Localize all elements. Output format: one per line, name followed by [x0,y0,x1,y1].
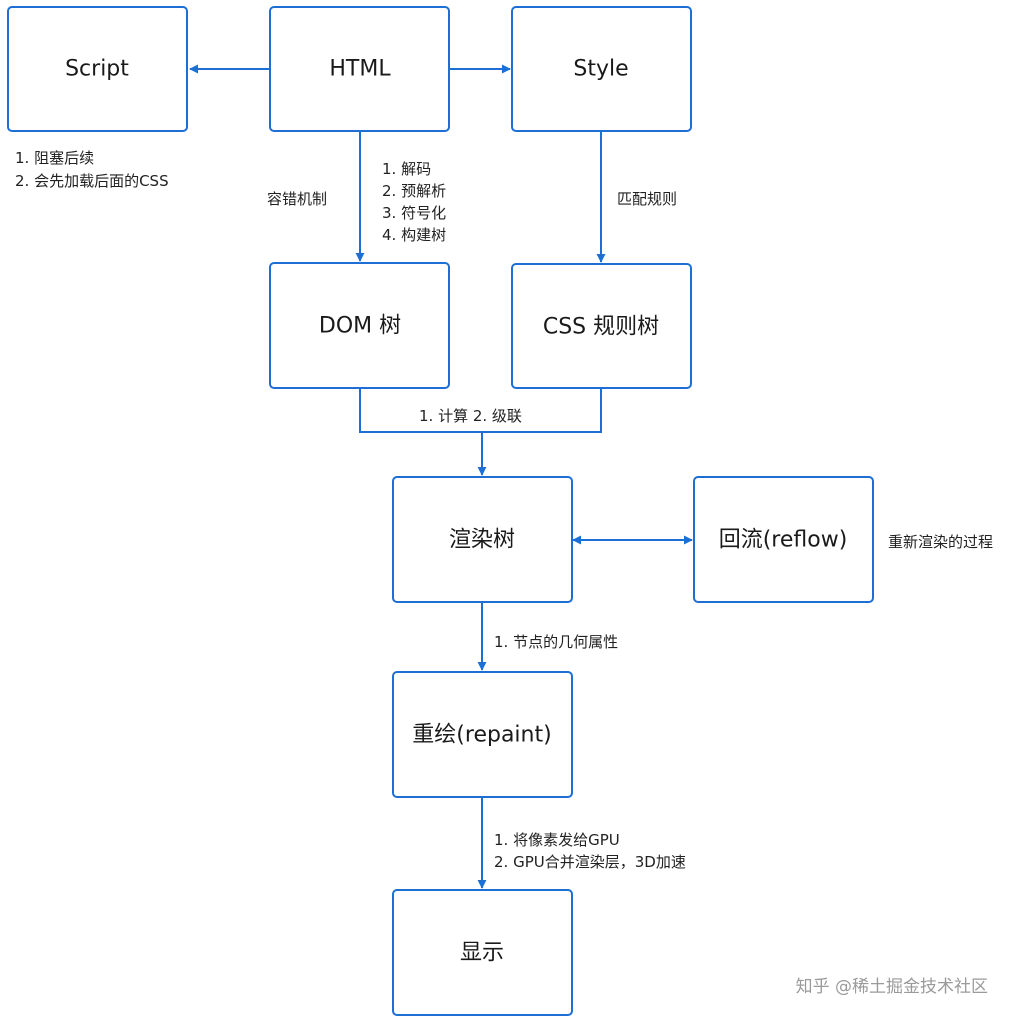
merge-note: 1. 计算 2. 级联 [419,407,522,425]
html-step-1: 1. 解码 [382,160,431,178]
style-node-label: Style [573,57,628,82]
reflow-node-label: 回流(reflow) [719,528,848,553]
html-step-4: 4. 构建树 [382,226,446,244]
reflow-description: 重新渲染的过程 [888,533,993,551]
script-note-line2: 2. 会先加载后面的CSS [15,172,169,190]
render-tree-node: 渲染树 [392,476,573,603]
css-rule-tree-node-label: CSS 规则树 [543,315,659,340]
geometry-note: 1. 节点的几何属性 [494,633,618,651]
fault-tolerance-note: 容错机制 [267,190,327,208]
script-note-line1: 1. 阻塞后续 [15,149,94,167]
render-tree-node-label: 渲染树 [449,528,515,553]
reflow-node: 回流(reflow) [693,476,874,603]
dom-tree-node: DOM 树 [269,262,450,389]
gpu-note-line1: 1. 将像素发给GPU [494,831,620,849]
style-node: Style [511,6,692,132]
html-node-label: HTML [329,57,391,82]
display-node: 显示 [392,889,573,1016]
repaint-node-label: 重绘(repaint) [412,723,551,748]
repaint-node: 重绘(repaint) [392,671,573,798]
html-step-2: 2. 预解析 [382,182,446,200]
html-node: HTML [269,6,450,132]
script-node-label: Script [65,57,129,82]
edge-dom-css-merge [359,389,602,433]
watermark: 知乎 @稀土掘金技术社区 [796,977,988,997]
gpu-note-line2: 2. GPU合并渲染层，3D加速 [494,853,686,871]
display-node-label: 显示 [460,941,504,966]
match-rules-note: 匹配规则 [617,190,677,208]
script-node: Script [7,6,188,132]
html-step-3: 3. 符号化 [382,204,446,222]
css-rule-tree-node: CSS 规则树 [511,263,692,389]
dom-tree-node-label: DOM 树 [319,314,401,339]
